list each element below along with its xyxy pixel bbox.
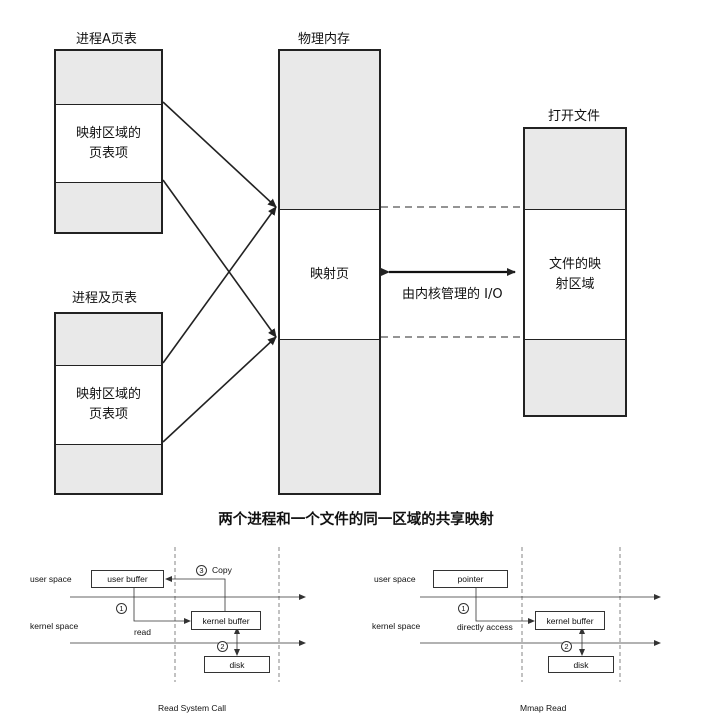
mmap-user-space-label: user space	[374, 574, 416, 584]
process-b-top-segment	[56, 314, 161, 365]
read-kernel-buffer: kernel buffer	[191, 611, 261, 630]
process-a-top-segment	[56, 51, 161, 104]
arrow-a-bottom	[162, 179, 277, 338]
read-user-space-label: user space	[30, 574, 72, 584]
arrow-b-bottom	[162, 336, 277, 443]
mmap-step2-number: 2	[561, 641, 572, 652]
process-a-bottom-segment	[56, 182, 161, 232]
read-user-buffer: user buffer	[91, 570, 164, 588]
process-a-mapped-entry: 映射区域的 页表项	[56, 104, 161, 182]
read-caption: Read System Call	[158, 703, 227, 713]
process-b-mapped-entry: 映射区域的 页表项	[56, 365, 161, 444]
physical-memory-bottom-segment	[280, 339, 379, 493]
mmap-step1-number: 1	[458, 603, 469, 614]
process-a-title: 进程A页表	[76, 32, 137, 47]
top-caption: 两个进程和一个文件的同一区域的共享映射	[218, 512, 494, 528]
read-step3-number: 3	[196, 565, 207, 576]
open-file-title: 打开文件	[548, 109, 601, 124]
read-disk: disk	[204, 656, 270, 673]
read-step1-number: 1	[116, 603, 127, 614]
physical-memory: 映射页	[278, 49, 381, 495]
read-step3-label: Copy	[212, 565, 232, 575]
open-file-bottom-segment	[525, 339, 625, 415]
mmap-disk: disk	[548, 656, 614, 673]
file-mapped-region: 文件的映 射区域	[525, 209, 625, 339]
read-step2-number: 2	[217, 641, 228, 652]
mmap-kernel-buffer: kernel buffer	[535, 611, 605, 630]
process-b-page-table: 映射区域的 页表项	[54, 312, 163, 495]
read-kernel-space-label: kernel space	[30, 621, 79, 631]
mmap-pointer: pointer	[433, 570, 508, 588]
process-b-title: 进程及页表	[72, 291, 138, 306]
process-a-page-table: 映射区域的 页表项	[54, 49, 163, 234]
read-step1-label: read	[134, 627, 152, 637]
mmap-kernel-space-label: kernel space	[372, 621, 421, 631]
physical-mapped-page: 映射页	[280, 209, 379, 339]
physical-memory-title: 物理内存	[298, 32, 351, 47]
arrow-b-top	[162, 206, 277, 364]
open-file: 文件的映 射区域	[523, 127, 627, 417]
arrow-a-top	[162, 101, 277, 208]
mmap-step1-label: directly access	[457, 622, 513, 632]
io-label: 由内核管理的 I/O	[402, 287, 503, 302]
physical-memory-top-segment	[280, 51, 379, 209]
mmap-caption: Mmap Read	[520, 703, 567, 713]
open-file-top-segment	[525, 129, 625, 209]
process-b-bottom-segment	[56, 444, 161, 493]
